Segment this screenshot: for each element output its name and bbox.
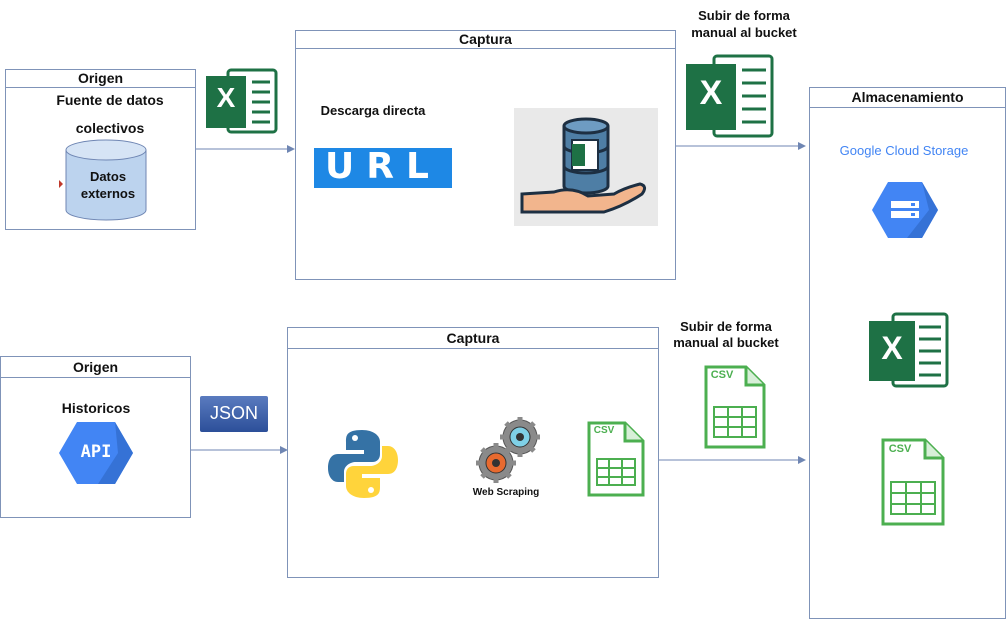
gcs-service-label: Google Cloud Storage [839,143,969,158]
origin-line1-top: Fuente de datos [56,92,164,108]
json-badge [200,396,268,432]
api-hexagon-icon [59,422,133,484]
upload-note-bottom-line2: manual al bucket [673,335,779,350]
json-label: JSON [209,403,258,423]
download-method-label: Descarga directa [320,103,426,118]
db-label-line2: externos [80,186,136,201]
csv-label-upload: CSV [710,369,734,381]
origin-box-top: Origen [5,69,196,230]
hand-database-icon [514,108,658,226]
origin-subtitle-bottom: Historicos [61,400,131,416]
origin-title-bottom: Origen [1,357,190,378]
origin-title-top: Origen [6,70,195,88]
csv-file-icon-upload [704,365,766,449]
storage-box: Almacenamiento [809,87,1006,619]
excel-letter-top-left: X [216,82,236,113]
excel-letter-storage: X [881,330,903,366]
db-label-line1: Datos [89,169,127,184]
storage-title: Almacenamiento [810,88,1005,108]
upload-note-bottom-line1: Subir de forma [680,319,772,334]
gears-scraping-icon [476,417,540,483]
python-logo-icon [328,430,398,498]
capture-title-bottom: Captura [288,328,658,349]
web-scraping-label: Web Scraping [472,487,540,498]
origin-line2-top: colectivos [75,120,145,136]
excel-file-icon-storage [869,312,949,388]
url-badge-label: URL [325,146,441,187]
csv-file-icon-capture [587,421,645,497]
excel-file-icon-top-right [686,54,774,138]
api-label: API [80,442,112,462]
excel-file-icon-top-left [206,68,278,134]
upload-note-top-line1: Subir de forma [698,8,790,23]
csv-file-icon-storage [881,438,945,526]
gcs-hexagon-icon [872,182,938,238]
database-cylinder-icon [59,139,147,221]
upload-note-top-line2: manual al bucket [691,25,797,40]
url-badge [314,148,452,188]
capture-title-top: Captura [296,31,675,49]
csv-label-capture: CSV [593,425,615,436]
excel-letter-top-right: X [699,74,723,112]
csv-label-storage: CSV [888,443,912,455]
